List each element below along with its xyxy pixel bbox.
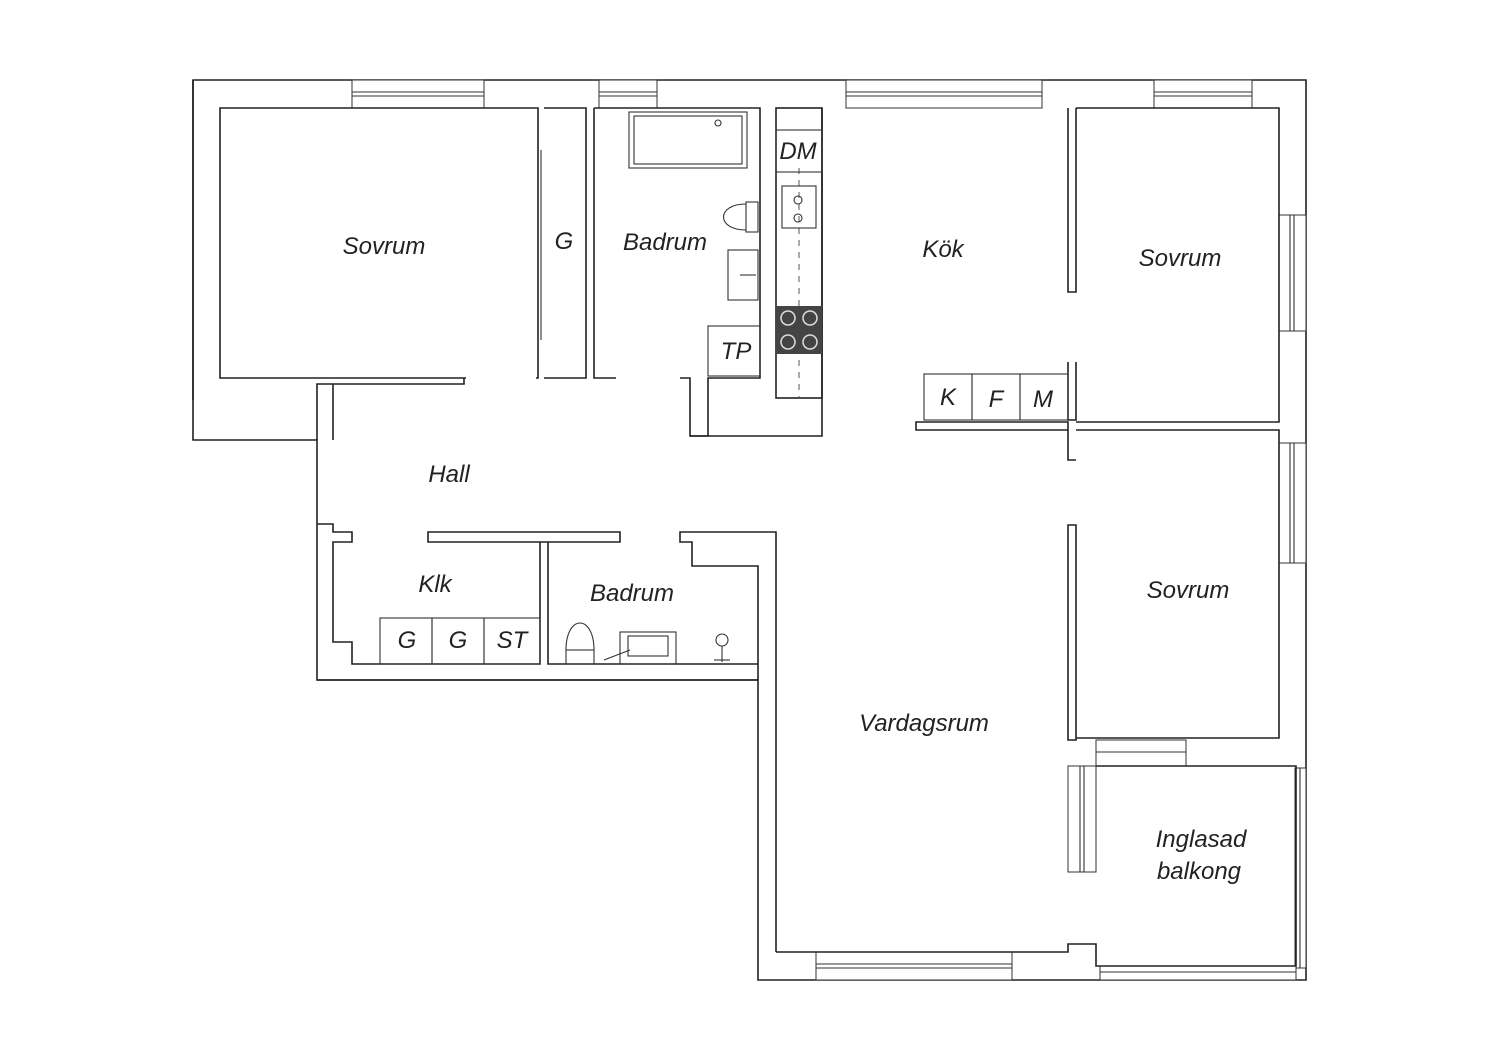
label-garderob-1: G: [398, 627, 417, 654]
wall-sovrum-nw-stub: [333, 378, 465, 385]
label-kyl: K: [940, 384, 957, 411]
sink-s-icon: [603, 631, 677, 665]
wall-sovrum-nw: [219, 107, 539, 379]
label-garderob-nw: G: [555, 228, 574, 255]
label-sovrum-ne: Sovrum: [1139, 245, 1222, 272]
wall-balkong: [776, 765, 1297, 967]
label-garderob-2: G: [449, 627, 468, 654]
label-kok: Kök: [922, 236, 965, 263]
tvattpelare-box: [707, 325, 761, 377]
wall-hall-south: [427, 531, 621, 543]
label-badrum-s: Badrum: [590, 580, 674, 607]
kitchen-sink-icon: [781, 185, 817, 229]
wall-vardagsrum-west: [679, 531, 777, 952]
label-mikro: M: [1033, 386, 1053, 413]
label-hall: Hall: [428, 461, 470, 488]
label-sovrum-e: Sovrum: [1147, 577, 1230, 604]
label-frys: F: [989, 386, 1005, 413]
label-badrum-n: Badrum: [623, 229, 707, 256]
windows-right: [1278, 214, 1307, 969]
label-vardagsrum: Vardagsrum: [859, 710, 989, 737]
label-sovrum-nw: Sovrum: [343, 233, 426, 260]
label-stad: ST: [497, 627, 530, 654]
label-diskmaskin: DM: [779, 138, 816, 165]
stove-icon: [776, 306, 822, 354]
mikro-box: [1019, 373, 1069, 421]
wall-sovrum-e: [1076, 429, 1280, 739]
wall-kok-east: [1067, 108, 1077, 293]
label-tvattpelare: TP: [721, 338, 752, 365]
stad-box: [483, 617, 541, 665]
label-balkong-line2: balkong: [1157, 858, 1242, 885]
wall-sovrum-ne: [1076, 107, 1280, 423]
toilet-icon: [722, 201, 759, 233]
sink-icon: [727, 249, 759, 301]
balkong-window-top: [1095, 739, 1187, 767]
diskmaskin-box: [775, 129, 823, 173]
bathtub-icon: [628, 111, 748, 169]
balkong-window-left: [1067, 765, 1097, 873]
label-klk: Klk: [418, 571, 453, 598]
shower-icon: [714, 633, 730, 662]
wall-badrum-n: [594, 107, 761, 437]
toilet-s-icon: [565, 622, 595, 665]
label-balkong-line1: Inglasad: [1156, 826, 1247, 853]
windows-top: [351, 79, 1253, 109]
outer-wall-outline: [192, 79, 1307, 981]
wall-hall-left-notch: [316, 383, 334, 440]
garderob-nw-box: [544, 107, 587, 379]
